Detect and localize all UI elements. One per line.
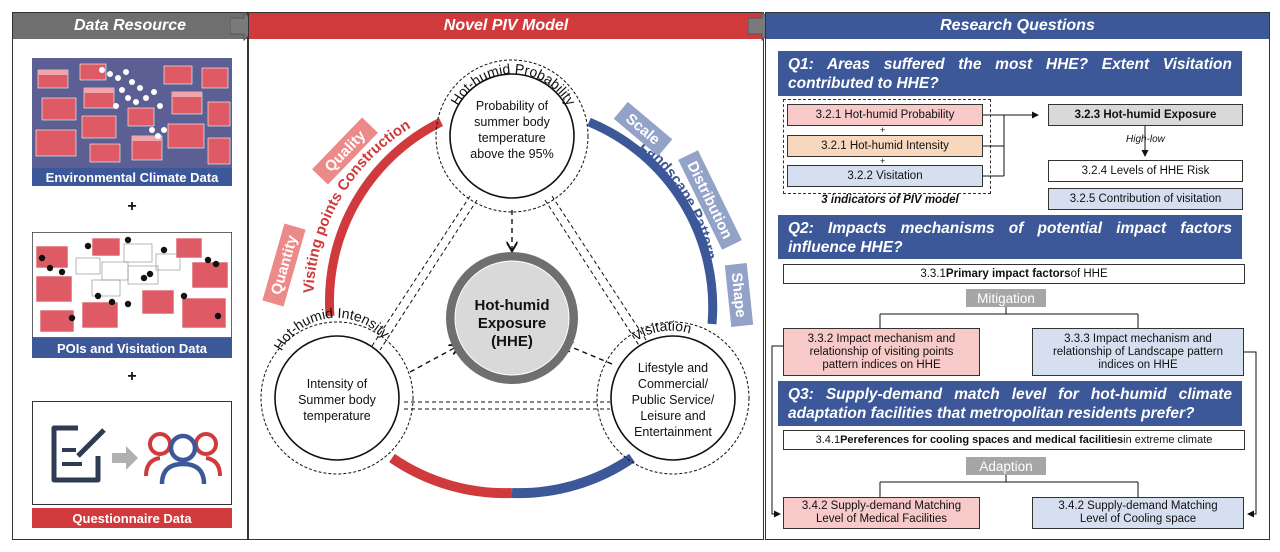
primary-impact-factors-box: 3.3.1 Primary impact factors of HHE [783,264,1245,284]
intensity-text: Intensity of Summer body temperature [287,376,387,424]
probability-text-line: summer body [474,115,550,129]
hot-humid-exposure-box: 3.2.3 Hot-humid Exposure [1048,104,1243,126]
intensity-text-line: Intensity of [306,377,368,391]
visitation-text-line: Commercial/ [637,377,709,391]
primary-impact-bold: Primary impact factors [945,267,1071,280]
box-line: 3.3.2 Impact mechanism and [807,332,956,345]
probability-text: Probability of summer body temperature a… [462,98,562,162]
box-line: Level of Cooling space [1079,513,1197,525]
q1-probability-box: 3.2.1 Hot-humid Probability [787,104,983,126]
medical-facilities-matching-box: 3.4.2 Supply-demand Matching Level of Me… [783,497,980,529]
plus-sign: + [127,368,137,385]
box-line: 3.4.2 Supply-demand Matching [801,500,962,512]
poi-map-image [32,232,232,338]
hhe-risk-levels-box: 3.2.4 Levels of HHE Risk [1048,160,1243,182]
probability-circle [449,73,575,199]
people-group-icon [144,432,222,485]
questionnaire-data-label: Questionnaire Data [32,508,232,528]
box-line: 3.4.2 Supply-demand Matching [1058,500,1218,512]
indicators-caption: 3 indicators of PIV model [821,194,959,206]
plus-sign: + [880,125,886,135]
primary-impact-suffix: of HHE [1070,267,1108,280]
mitigation-label: Mitigation [966,289,1046,307]
box-line: indices on HHE [1098,358,1178,371]
preferences-prefix: 3.4.1 [815,433,841,446]
cooling-space-matching-box: 3.4.2 Supply-demand Matching Level of Co… [1032,497,1244,529]
probability-text-line: above the 95% [470,147,554,161]
plus-sign: + [880,156,886,166]
intensity-text-line: Summer body [298,393,376,407]
ring-blue-right [587,117,718,325]
q3-box: Q3: Supply-demand match level for hot-hu… [778,381,1242,426]
visitation-text-line: Lifestyle and [637,361,709,375]
visitation-text-line: Entertainment [634,425,712,439]
climate-map-image [32,58,232,168]
probability-text-line: temperature [478,131,546,145]
box-line: 3.3.3 Impact mechanism and [1064,332,1212,345]
intensity-text-line: temperature [303,409,371,423]
hhe-center-line3: (HHE) [491,333,533,350]
box-line: Level of Medical Facilities [815,513,948,525]
hhe-center-line1: Hot-humid [475,297,550,314]
visitation-text-line: Leisure and [640,409,706,423]
preferences-bold: Pereferences for cooling spaces and medi… [840,433,1124,446]
q1-box: Q1: Areas suffered the most HHE? Extent … [778,51,1242,96]
preferences-box: 3.4.1 Pereferences for cooling spaces an… [783,430,1245,450]
data-resource-header: Data Resource [13,13,247,39]
q1-intensity-box: 3.2.1 Hot-humid Intensity [787,135,983,157]
probability-text-line: Probability of [475,99,549,113]
arrow-right-icon [112,446,138,470]
visitation-text: Lifestyle and Commercial/ Public Service… [623,360,723,440]
q1-visitation-box: 3.2.2 Visitation [787,165,983,187]
preferences-suffix: in extreme climate [1123,433,1213,446]
visitation-text-line: Public Service/ [631,393,715,407]
adaption-label: Adaption [966,457,1046,475]
ring-red-bottom [389,453,513,499]
visiting-points-mechanism-box: 3.3.2 Impact mechanism and relationship … [783,328,980,376]
ring-red-left [324,117,443,317]
plus-sign: + [127,198,137,215]
landscape-pattern-mechanism-box: 3.3.3 Impact mechanism and relationship … [1032,328,1244,376]
visitation-circle [610,335,736,461]
research-questions-header: Research Questions [766,13,1269,39]
intensity-circle [274,335,400,461]
box-line: relationship of Landscape pattern [1052,345,1224,358]
q2-box: Q2: Impacts mechanisms of potential impa… [778,215,1242,259]
poi-visitation-data-label: POIs and Visitation Data [32,338,232,358]
hhe-center-line2: Exposure [478,315,546,332]
questionnaire-icon [51,425,106,483]
ring-blue-bottom [511,453,635,499]
piv-model-header: Novel PIV Model [249,13,763,39]
primary-impact-prefix: 3.3.1 [920,267,946,280]
environmental-climate-data-label: Environmental Climate Data [32,168,232,186]
box-line: relationship of visiting points [809,345,954,358]
visitation-contribution-box: 3.2.5 Contribution of visitation [1048,188,1243,210]
box-line: pattern indices on HHE [822,358,941,371]
research-connectors [771,111,1257,518]
